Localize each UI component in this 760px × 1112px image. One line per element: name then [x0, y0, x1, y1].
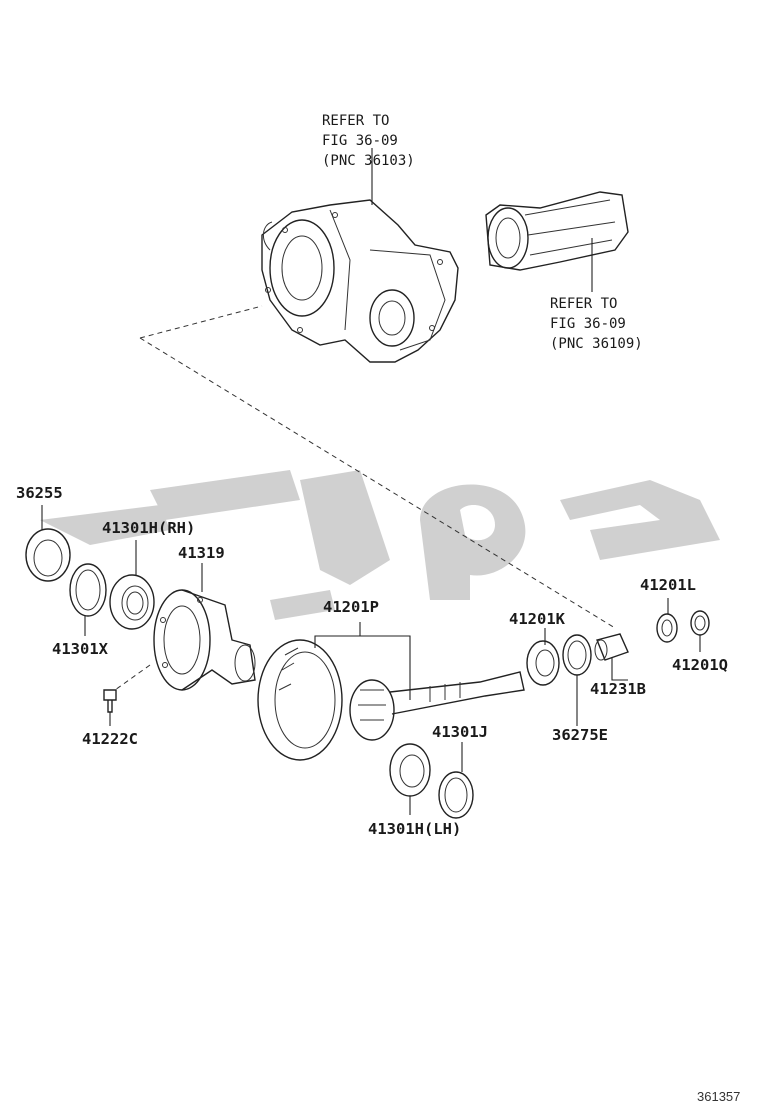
- ring-gear-pinion-41201p-icon: [257, 622, 525, 761]
- part-label-41201l: 41201L: [640, 576, 696, 594]
- part-label-41319: 41319: [178, 544, 225, 562]
- bearing-41301h-lh-icon: [389, 743, 431, 815]
- case-ref-line-2: FIG 36-09: [322, 133, 398, 149]
- watermark-logo: [40, 470, 720, 620]
- part-label-41301h-rh: 41301H(RH): [102, 519, 195, 537]
- part-label-41201k: 41201K: [509, 610, 566, 628]
- part-label-41201p: 41201P: [323, 598, 379, 616]
- case-ref-line-1: REFER TO: [322, 113, 389, 129]
- bearing-41301h-rh-icon: [109, 540, 155, 630]
- bolt-41222c-icon: [103, 689, 117, 726]
- bearing-41201k-icon: [526, 628, 560, 686]
- case-reference-note: REFER TO FIG 36-09 (PNC 36103): [322, 113, 415, 169]
- extension-housing-icon: [485, 191, 629, 292]
- transfer-case-housing-icon: [261, 148, 459, 363]
- shim-36275e-icon: [562, 634, 592, 726]
- part-label-41301x: 41301X: [52, 640, 109, 658]
- assembly-dashed-lines: [139, 305, 616, 629]
- shim-41301x-icon: [69, 563, 107, 636]
- part-label-41201q: 41201Q: [672, 656, 728, 674]
- part-label-36255: 36255: [16, 484, 63, 502]
- part-label-41301h-lh: 41301H(LH): [368, 820, 461, 838]
- part-label-41231b: 41231B: [590, 680, 646, 698]
- extension-ref-line-1: REFER TO: [550, 296, 617, 312]
- figure-number: 361357: [697, 1089, 740, 1104]
- extension-ref-line-3: (PNC 36109): [550, 336, 643, 352]
- washer-41201l-icon: [656, 598, 678, 643]
- part-label-36275e: 36275E: [552, 726, 608, 744]
- shim-41301j-icon: [438, 742, 474, 819]
- oil-seal-36255-icon: [25, 505, 71, 582]
- extension-reference-note: REFER TO FIG 36-09 (PNC 36109): [550, 296, 643, 352]
- part-label-41222c: 41222C: [82, 730, 138, 748]
- part-label-41301j: 41301J: [432, 723, 488, 741]
- case-ref-line-3: (PNC 36103): [322, 153, 415, 169]
- spacer-41231b-icon: [594, 633, 629, 681]
- nut-41201q-icon: [690, 610, 710, 652]
- part-number-labels: 36255 41301H(RH) 41319 41301X 41222C 412…: [16, 484, 728, 838]
- differential-case-41319-icon: [114, 563, 256, 691]
- extension-ref-line-2: FIG 36-09: [550, 316, 626, 332]
